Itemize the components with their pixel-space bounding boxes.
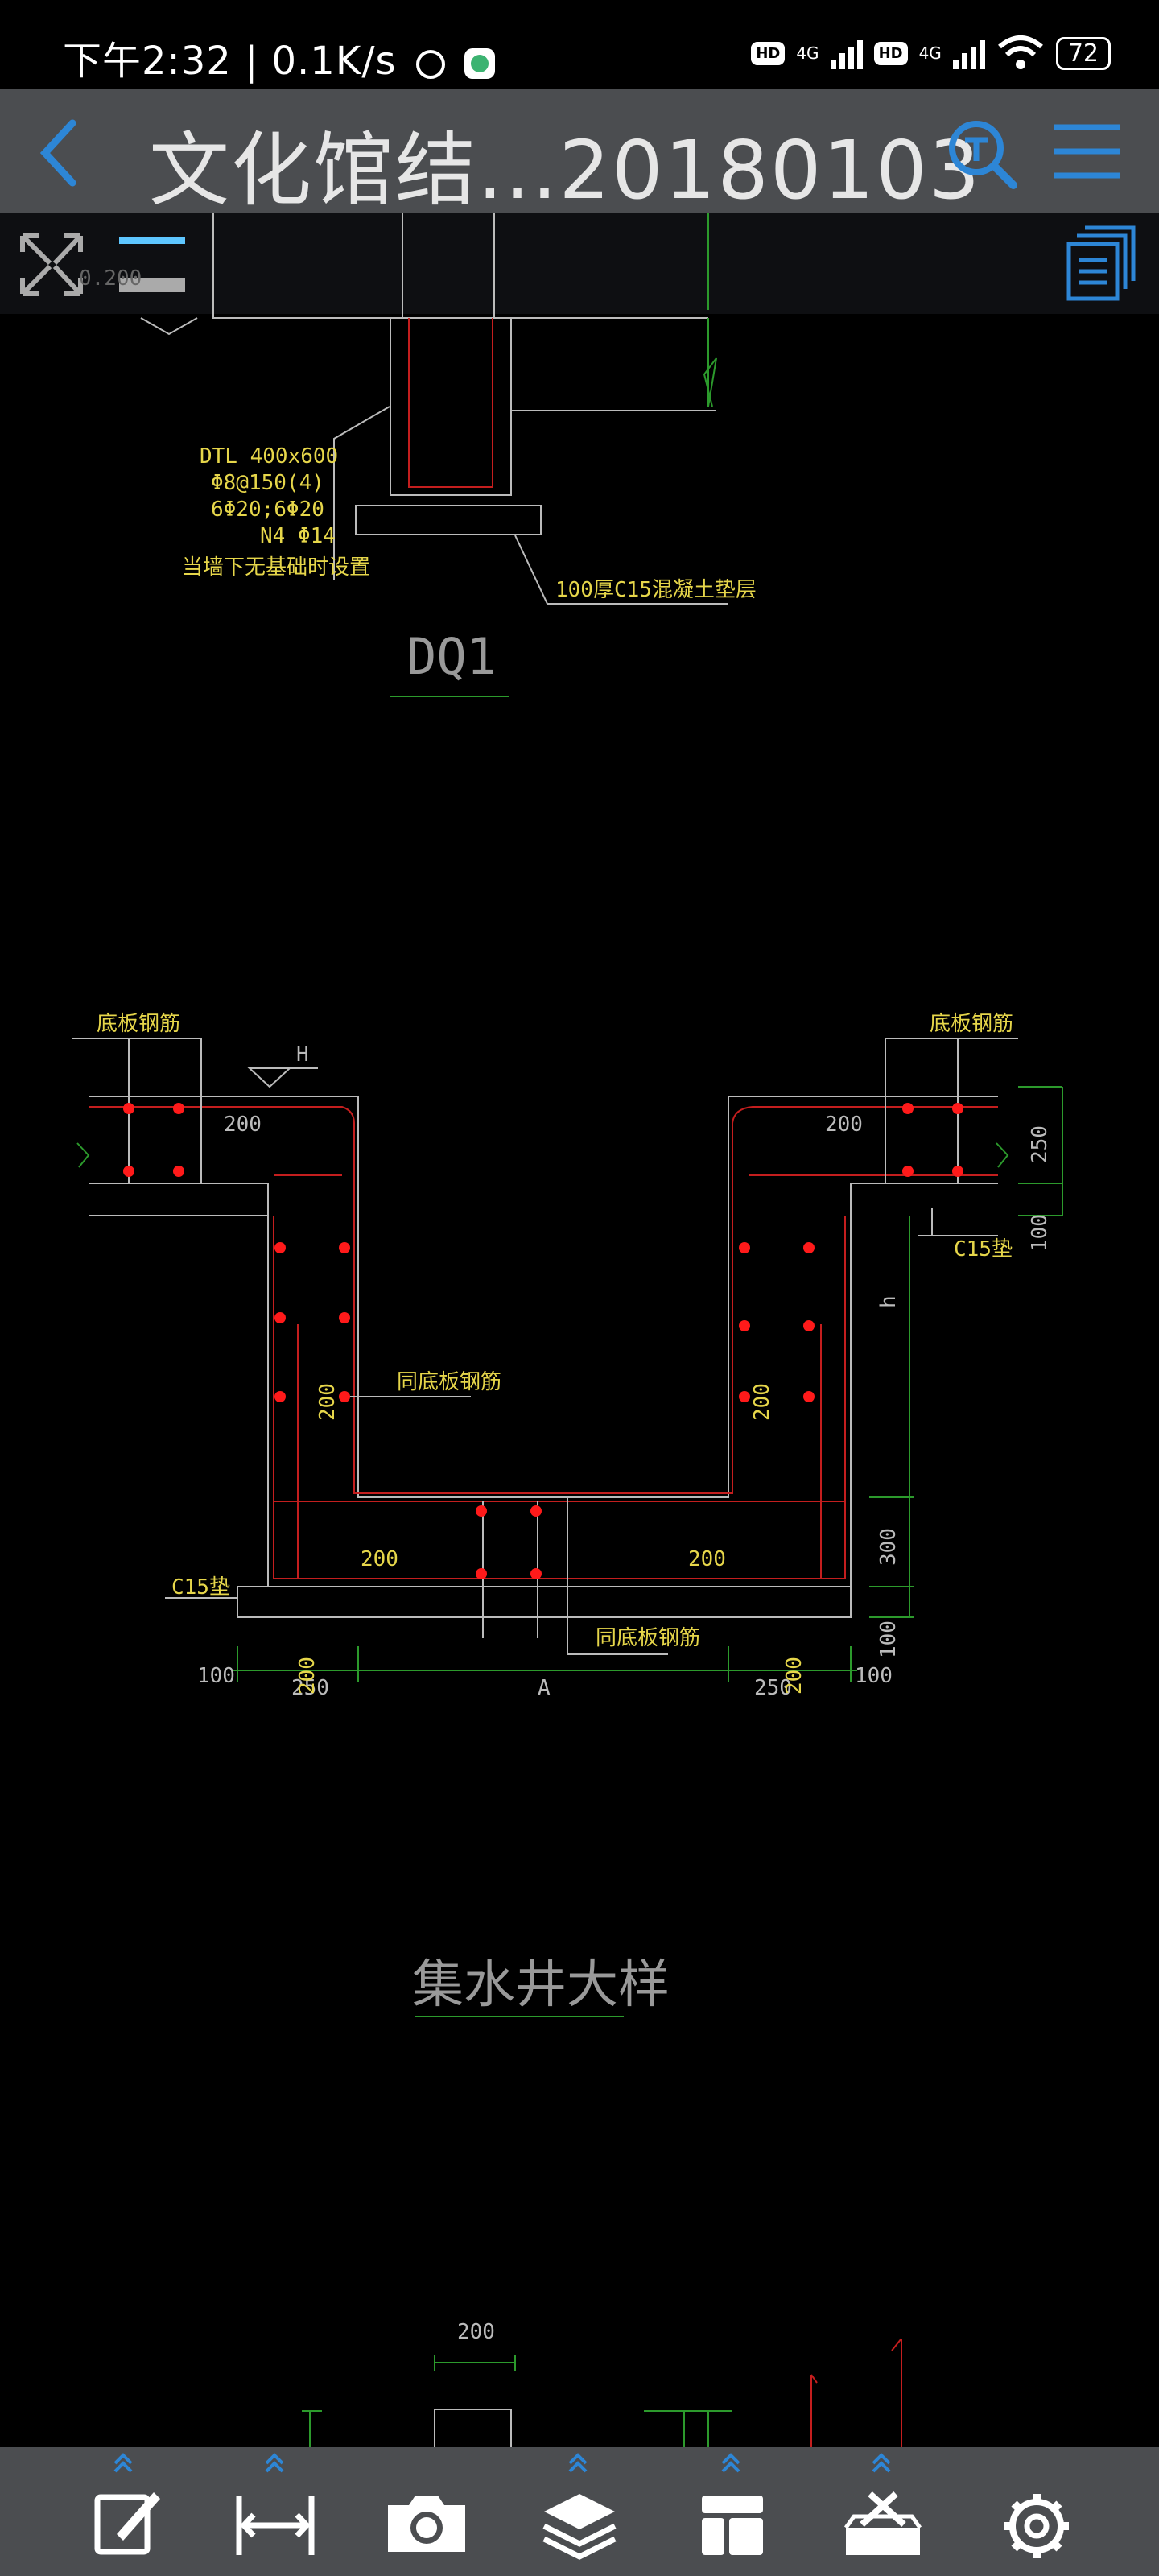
status-bar: 下午2:32 | 0.1K/s HD 4G HD 4G 72 — [0, 0, 1159, 89]
layout-icon[interactable] — [684, 2447, 781, 2576]
measure-icon[interactable] — [228, 2447, 324, 2576]
fullscreen-icon[interactable] — [20, 233, 83, 296]
hd-badge-2: HD — [873, 41, 908, 65]
camera-icon[interactable] — [378, 2447, 475, 2576]
beam-spec-3: 6Φ20;6Φ20 — [211, 497, 324, 522]
signal-icon-2 — [952, 37, 985, 69]
hd-badge-1: HD — [751, 41, 786, 65]
status-time-group: 下午2:32 | 0.1K/s — [63, 29, 496, 85]
document-title: 文化馆结...20180103 — [149, 123, 982, 217]
alarm-icon — [415, 50, 445, 79]
dq1-section — [140, 213, 728, 697]
dim-250-right: 250 — [754, 1676, 792, 1700]
label-H: H — [296, 1042, 309, 1067]
status-sep: | — [245, 39, 272, 84]
hamburger-menu-icon[interactable] — [1050, 122, 1123, 180]
dim-100-left: 100 — [197, 1664, 235, 1688]
dim-200-right: 200 — [825, 1113, 863, 1137]
dim-200-bottom-right: 200 — [688, 1547, 726, 1571]
dq1-title: DQ1 — [406, 627, 497, 686]
sheet-list-icon[interactable] — [1066, 225, 1136, 301]
dim-200-vert-left-1: 200 — [316, 1383, 340, 1421]
dim-100-vert-top: 100 — [1028, 1214, 1052, 1252]
pit-labels: 底板钢筋 底板钢筋 H 200 200 同底板钢筋 C15垫 C15垫 同底板钢… — [97, 1012, 1052, 1700]
pit-title: 集水井大样 — [412, 1955, 670, 2015]
label-c15-right: C15垫 — [954, 1237, 1013, 1261]
cushion-note: 100厚C15混凝土垫层 — [555, 578, 757, 602]
dim-200-vert-right-1: 200 — [750, 1383, 774, 1421]
dim-200-bottom-left: 200 — [361, 1547, 398, 1571]
sump-pit-detail — [72, 1038, 1063, 2017]
view-tools-strip — [0, 213, 1159, 314]
layers-icon[interactable] — [531, 2447, 628, 2576]
elevation-top-label: 0.200 — [79, 266, 142, 291]
line-weight-indicator — [119, 237, 185, 244]
label-same-rebar-1: 同底板钢筋 — [397, 1370, 501, 1394]
battery-indicator: 72 — [1055, 36, 1111, 70]
cad-drawing-canvas[interactable]: 0.200 DTL 400x600 Φ8@150(4) 6Φ20;6Φ20 N4… — [0, 213, 1159, 2447]
rebar-dots — [123, 1103, 963, 1579]
bottom-toolbar — [0, 2447, 1159, 2576]
dim-100-right: 100 — [855, 1664, 893, 1688]
dim-A: A — [538, 1676, 551, 1700]
label-slab-rebar-left: 底板钢筋 — [97, 1012, 180, 1036]
dim-300-vert: 300 — [876, 1528, 901, 1566]
settings-icon[interactable] — [988, 2447, 1085, 2576]
signal-icon-1 — [830, 37, 863, 69]
beam-spec-4: N4 Φ14 — [260, 524, 336, 548]
beam-spec-1: DTL 400x600 — [200, 444, 338, 469]
partial-detail-bottom — [302, 2338, 902, 2447]
label-h: h — [876, 1295, 901, 1308]
app-notification-icon — [464, 48, 496, 79]
beam-spec-notes: DTL 400x600 Φ8@150(4) 6Φ20;6Φ20 N4 Φ14 当… — [182, 444, 757, 602]
label-slab-rebar-right: 底板钢筋 — [930, 1012, 1013, 1036]
app-header: 文化馆结...20180103 — [0, 89, 1159, 217]
status-right: HD 4G HD 4G 72 — [751, 29, 1111, 77]
dim-250-vert: 250 — [1028, 1125, 1052, 1163]
beam-spec-2: Φ8@150(4) — [211, 471, 324, 495]
bottom-dim-200: 200 — [457, 2320, 495, 2344]
dim-200-vert-left-2: 200 — [295, 1657, 320, 1695]
label-c15-left: C15垫 — [171, 1575, 230, 1600]
back-icon[interactable] — [32, 117, 89, 189]
status-speed: 0.1K/s — [271, 39, 397, 84]
dim-100-vert-bottom: 100 — [876, 1620, 901, 1658]
dim-200-left: 200 — [224, 1113, 262, 1137]
color-indicator — [119, 278, 185, 292]
network-type-1: 4G — [796, 43, 819, 63]
edit-icon[interactable] — [76, 2447, 173, 2576]
status-time: 下午2:32 — [63, 39, 232, 84]
network-type-2: 4G — [918, 43, 942, 63]
label-same-rebar-2: 同底板钢筋 — [596, 1626, 700, 1650]
dim-200-vert-right-2: 200 — [782, 1657, 806, 1695]
toolbox-icon[interactable] — [835, 2447, 931, 2576]
wifi-icon — [997, 35, 1043, 69]
beam-spec-5: 当墙下无基础时设置 — [182, 555, 370, 580]
text-search-icon[interactable] — [946, 118, 1018, 190]
dim-250-left: 250 — [291, 1676, 329, 1700]
